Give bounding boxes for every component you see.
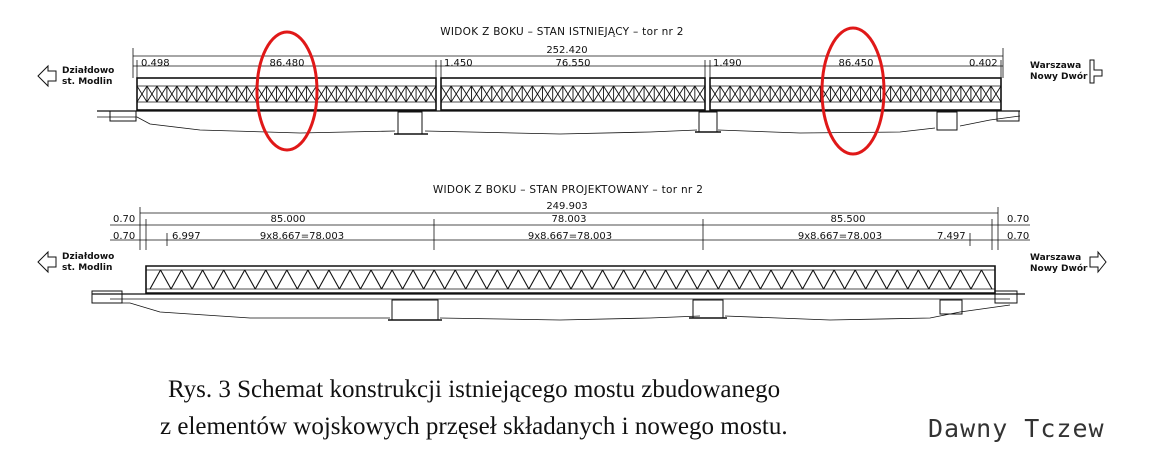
existing-right-label-1: Warszawa — [1030, 61, 1081, 71]
existing-left-label-1: Działdowo — [62, 66, 114, 76]
right-direction-arrow-icon — [1089, 59, 1103, 84]
designed-dim-78.003: 78.003 — [552, 214, 587, 225]
dim-86.480: 86.480 — [270, 58, 305, 69]
designed-left-label-2: st. Modlin — [62, 263, 112, 273]
existing-truss-3 — [709, 77, 1002, 111]
left-direction-arrow-icon — [37, 250, 57, 274]
designed-dim2-0.70-right: 0.70 — [1007, 231, 1029, 242]
designed-dim-85.500: 85.500 — [831, 214, 866, 225]
designed-dim-0.70-left: 0.70 — [113, 214, 135, 225]
watermark: Dawny Tczew — [928, 414, 1105, 443]
existing-right-label-2: Nowy Dwór — [1030, 71, 1088, 82]
designed-state-view: WIDOK Z BOKU – STAN PROJEKTOWANY – tor n… — [37, 184, 1107, 321]
right-direction-arrow-icon — [1089, 250, 1107, 274]
designed-dim-7.497: 7.497 — [937, 231, 966, 242]
abutment-right — [936, 110, 1020, 131]
designed-dim-0.70-right: 0.70 — [1007, 214, 1029, 225]
left-direction-arrow-icon — [37, 64, 57, 88]
designed-abutment-left — [91, 290, 123, 304]
existing-left-label-2: st. Modlin — [62, 77, 112, 87]
span-86.450-circle — [820, 26, 886, 156]
existing-state-view: WIDOK Z BOKU – STAN ISTNIEJĄCY – tor nr … — [37, 26, 1103, 156]
caption-line-1: Rys. 3 Schemat konstrukcji istniejącego … — [168, 376, 781, 403]
dim-86.450: 86.450 — [839, 58, 874, 69]
designed-pier-2 — [689, 299, 727, 319]
designed-right-label-1: Warszawa — [1030, 253, 1081, 263]
existing-view-title: WIDOK Z BOKU – STAN ISTNIEJĄCY – tor nr … — [440, 26, 684, 38]
caption-line-2: z elementów wojskowych przęseł składanyc… — [160, 413, 788, 440]
designed-overall-dim: 249.903 — [546, 201, 587, 212]
existing-overall-dim: 252.420 — [546, 45, 587, 56]
pier-1 — [394, 111, 428, 135]
designed-dim-6.997: 6.997 — [172, 231, 201, 242]
designed-left-label-1: Działdowo — [62, 252, 114, 262]
dim-0.498: 0.498 — [141, 58, 170, 69]
designed-view-title: WIDOK Z BOKU – STAN PROJEKTOWANY – tor n… — [433, 184, 703, 196]
designed-dim-panels-3: 9x8.667=78.003 — [798, 231, 882, 242]
dim-1.450: 1.450 — [444, 58, 473, 69]
dim-0.402: 0.402 — [969, 58, 998, 69]
existing-truss-1 — [136, 77, 437, 111]
span-86.480-circle — [255, 30, 319, 152]
dim-1.490: 1.490 — [713, 58, 742, 69]
abutment-left — [109, 110, 137, 122]
designed-dim-panels-1: 9x8.667=78.003 — [260, 231, 344, 242]
dim-76.550: 76.550 — [556, 58, 591, 69]
designed-dim-panels-2: 9x8.667=78.003 — [528, 231, 612, 242]
designed-right-label-2: Nowy Dwór — [1030, 263, 1088, 274]
designed-dim-85.000: 85.000 — [271, 214, 306, 225]
designed-dim2-0.70-left: 0.70 — [113, 231, 135, 242]
designed-abutment-right — [939, 290, 1018, 315]
pier-2 — [695, 111, 721, 133]
designed-truss — [145, 265, 996, 294]
existing-truss-2 — [440, 77, 706, 111]
designed-pier-1 — [388, 299, 442, 321]
